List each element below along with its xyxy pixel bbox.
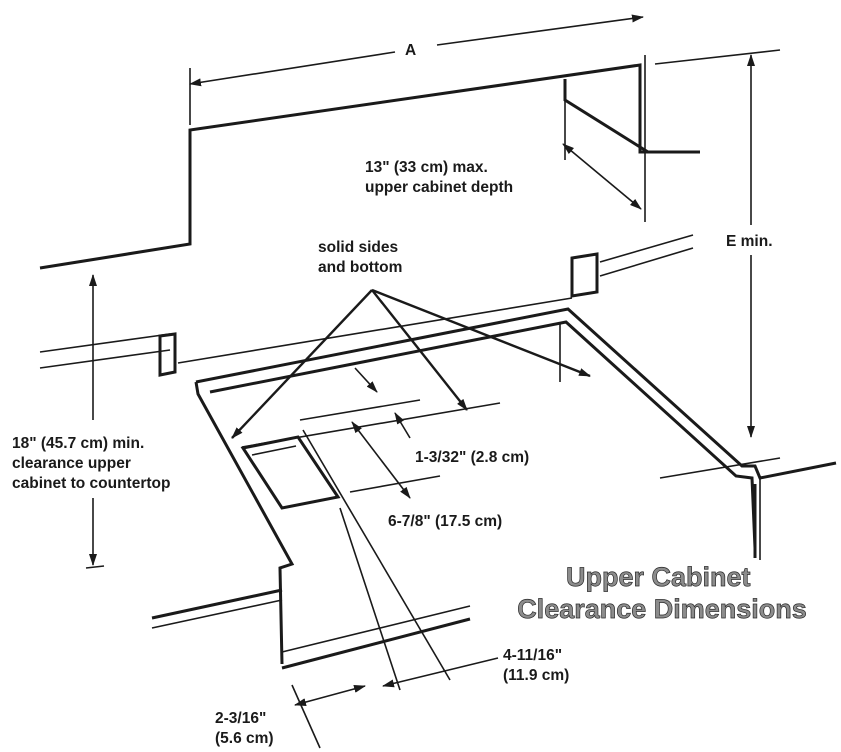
label-clearance: 18" (45.7 cm) min. clearance upper cabin… bbox=[12, 435, 170, 492]
vent-opening bbox=[240, 435, 341, 510]
label-2-3-16-line1: 2-3/16" bbox=[215, 710, 266, 727]
label-cabinet-depth-line2: upper cabinet depth bbox=[365, 179, 513, 196]
solid-sides-pointers bbox=[231, 288, 591, 439]
label-clearance-line2: clearance upper bbox=[12, 455, 131, 472]
label-4-11-16-line1: 4-11/16" bbox=[503, 647, 562, 664]
depth-arrow bbox=[562, 143, 642, 210]
label-4-11-16: 4-11/16" (11.9 cm) bbox=[503, 647, 569, 684]
arrow-6-7-8 bbox=[351, 421, 411, 499]
back-wall-trim bbox=[39, 234, 694, 369]
cabinet-block-right bbox=[570, 252, 599, 298]
label-dimension-e: E min. bbox=[726, 233, 773, 250]
diagram-title: Upper Cabinet Clearance Dimensions bbox=[517, 562, 807, 624]
cabinet-block-left bbox=[158, 332, 177, 377]
label-cabinet-depth-line1: 13" (33 cm) max. bbox=[365, 159, 488, 176]
arrow-4-11-16 bbox=[382, 657, 499, 688]
label-6-7-8: 6-7/8" (17.5 cm) bbox=[388, 513, 502, 530]
label-solid-sides-line2: and bottom bbox=[318, 259, 402, 276]
diagram-title-line1: Upper Cabinet bbox=[566, 562, 751, 592]
arrow-1-3-32-b bbox=[394, 412, 411, 439]
arrow-2-3-16 bbox=[294, 685, 366, 706]
label-solid-sides-line1: solid sides bbox=[318, 239, 398, 256]
dimension-a-arrow-left bbox=[189, 51, 396, 87]
label-solid-sides: solid sides and bottom bbox=[318, 239, 402, 276]
dimension-a-arrow-right bbox=[436, 14, 644, 46]
label-4-11-16-line2: (11.9 cm) bbox=[503, 667, 569, 684]
label-cabinet-depth: 13" (33 cm) max. upper cabinet depth bbox=[365, 159, 513, 196]
arrow-1-3-32-a bbox=[354, 367, 378, 393]
label-clearance-line1: 18" (45.7 cm) min. bbox=[12, 435, 144, 452]
diagram-title-line2: Clearance Dimensions bbox=[517, 594, 807, 624]
label-2-3-16-line2: (5.6 cm) bbox=[215, 730, 274, 747]
label-dimension-a: A bbox=[405, 42, 416, 59]
label-1-3-32: 1-3/32" (2.8 cm) bbox=[415, 449, 529, 466]
label-clearance-line3: cabinet to countertop bbox=[12, 475, 170, 492]
dimension-arrows bbox=[89, 14, 755, 706]
label-2-3-16: 2-3/16" (5.6 cm) bbox=[215, 710, 274, 747]
